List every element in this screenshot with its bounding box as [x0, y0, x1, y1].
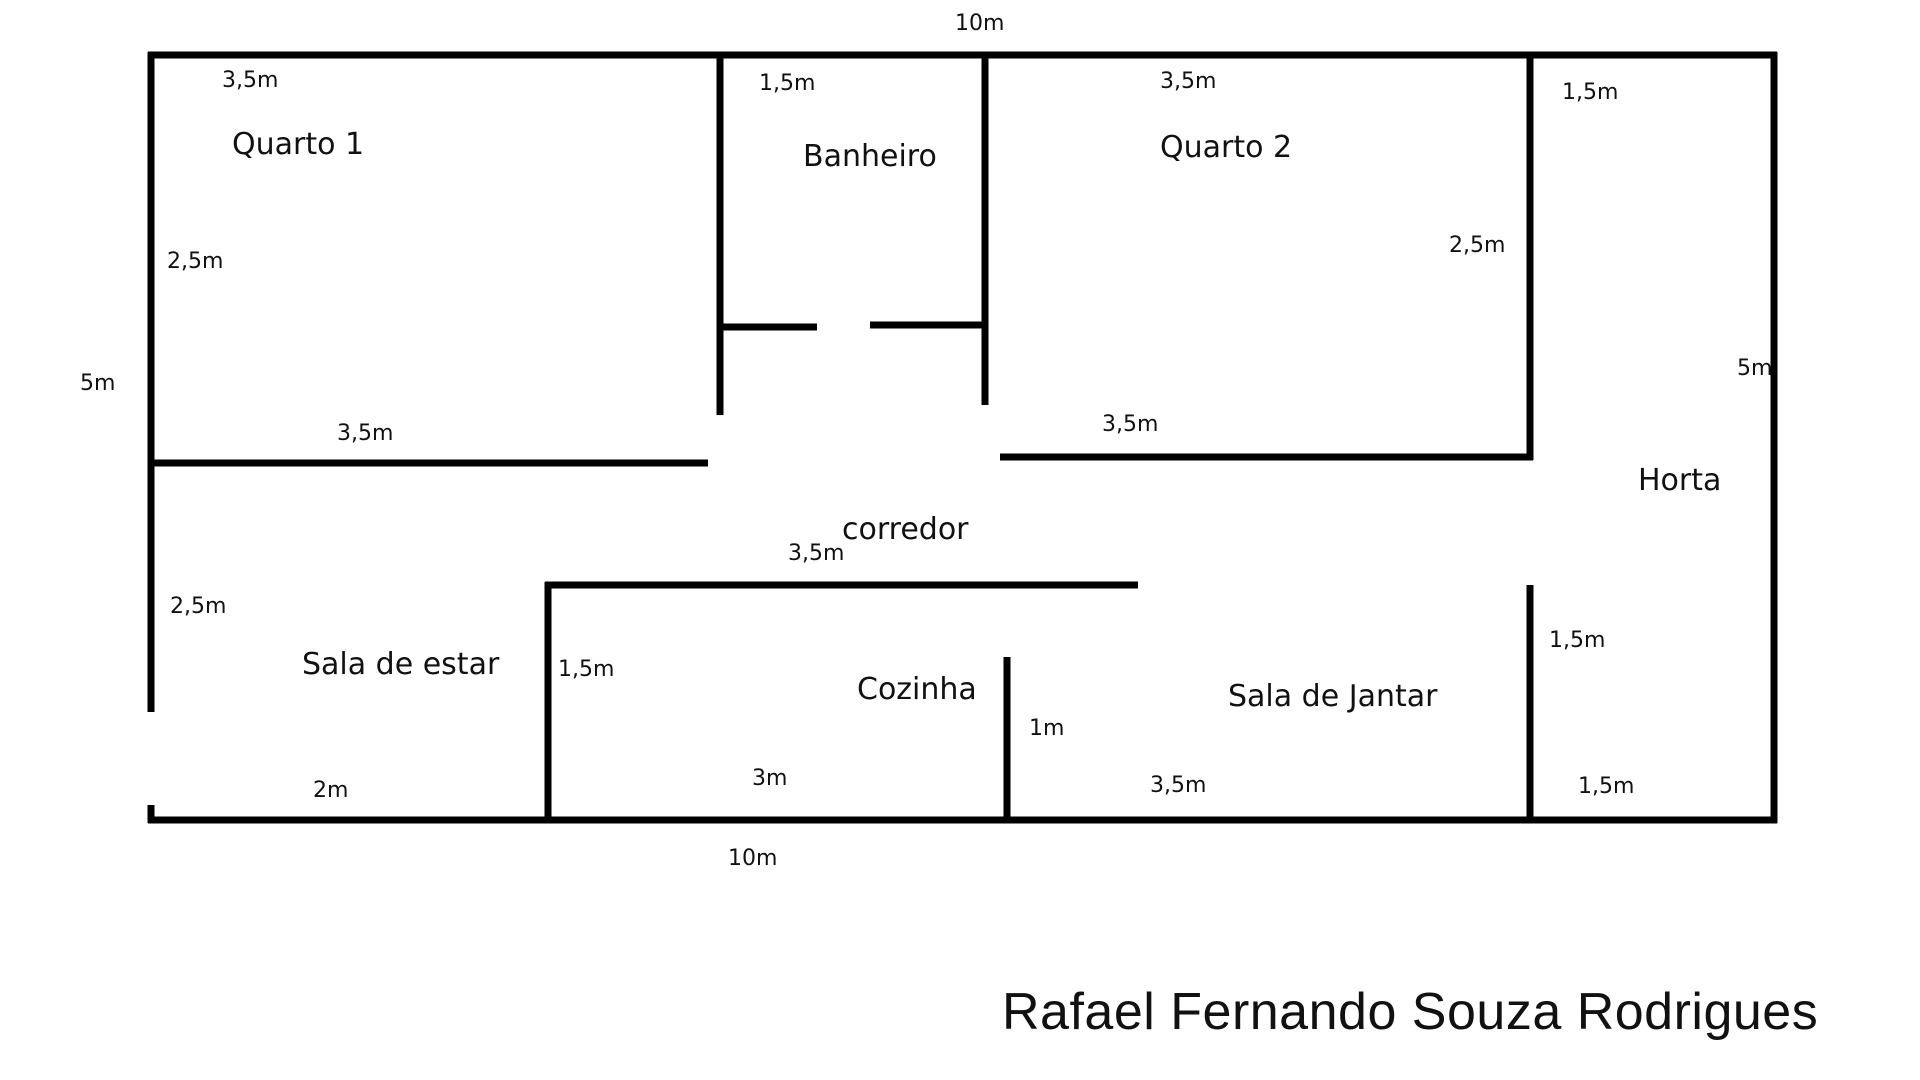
- dim-corredor-width: 3,5m: [788, 541, 844, 566]
- dim-quarto1-width: 3,5m: [222, 68, 278, 93]
- dim-sala-jantar-width: 3,5m: [1150, 773, 1206, 798]
- room-label-banheiro: Banheiro: [803, 139, 937, 174]
- room-label-cozinha: Cozinha: [857, 672, 977, 707]
- dim-right-total: 5m: [1737, 356, 1772, 381]
- dim-cozinha-partition: 1m: [1029, 716, 1064, 741]
- dim-sala-estar-width: 2m: [313, 778, 348, 803]
- dim-horta-width: 1,5m: [1562, 80, 1618, 105]
- dim-cozinha-width: 3m: [752, 766, 787, 791]
- room-label-corredor: corredor: [842, 512, 969, 547]
- room-label-quarto2: Quarto 2: [1160, 130, 1292, 165]
- room-label-horta: Horta: [1638, 463, 1721, 498]
- dim-quarto2-bottom: 3,5m: [1102, 412, 1158, 437]
- room-label-quarto1: Quarto 1: [232, 127, 364, 162]
- room-label-sala-jantar: Sala de Jantar: [1228, 679, 1438, 714]
- dim-horta-lower-width: 1,5m: [1578, 774, 1634, 799]
- dim-quarto1-height: 2,5m: [167, 249, 223, 274]
- dim-cozinha-height: 1,5m: [558, 657, 614, 682]
- dim-quarto2-height: 2,5m: [1449, 233, 1505, 258]
- dim-horta-lower-height: 1,5m: [1549, 628, 1605, 653]
- dim-bottom-total: 10m: [728, 846, 777, 871]
- author-name: Rafael Fernando Souza Rodrigues: [1002, 983, 1819, 1041]
- dim-quarto1-bottom: 3,5m: [337, 421, 393, 446]
- room-label-sala-estar: Sala de estar: [302, 647, 500, 682]
- dim-quarto2-width: 3,5m: [1160, 69, 1216, 94]
- dim-sala-estar-height: 2,5m: [170, 594, 226, 619]
- dim-left-total: 5m: [80, 371, 115, 396]
- dim-banheiro-width: 1,5m: [759, 71, 815, 96]
- dim-top-total: 10m: [955, 11, 1004, 36]
